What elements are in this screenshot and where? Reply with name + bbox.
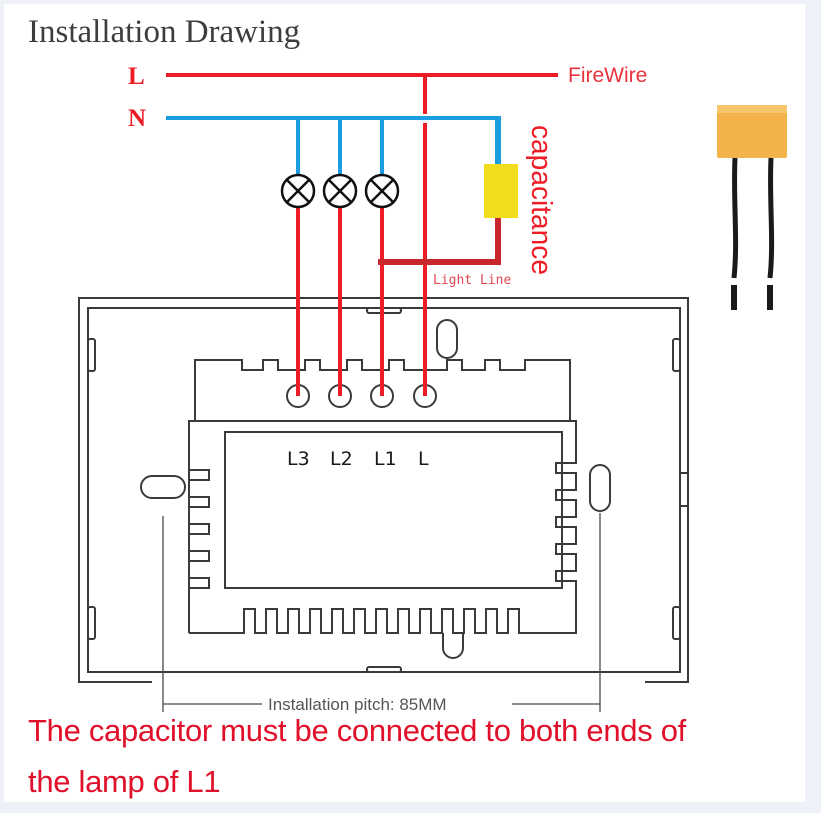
lamp-icon-l1 (364, 173, 400, 209)
clip-left-bottom (87, 606, 96, 640)
capacitor-tip-left (731, 285, 737, 310)
page-title: Installation Drawing (28, 14, 301, 50)
terminal-block (194, 359, 571, 421)
pitch-label: Installation pitch: 85MM (268, 695, 447, 714)
diagram-panel (4, 4, 805, 802)
capacitor-body (717, 105, 787, 158)
live-label: L (128, 63, 145, 90)
clip-right-top (672, 338, 681, 372)
capacitance-label: capacitance (525, 125, 557, 275)
main-body (188, 420, 577, 634)
terminal-label-l1: L1 (374, 448, 397, 470)
clip-right-bottom (672, 606, 681, 640)
neutral-label: N (128, 105, 146, 132)
right-notch (680, 472, 688, 507)
clip-left-top (87, 338, 96, 372)
right-oval-slot (589, 464, 611, 512)
capacitor-symbol (484, 164, 518, 218)
lamp-icon-l2 (322, 173, 358, 209)
pitch-dimension (162, 513, 601, 712)
bottom-u-slot (442, 633, 464, 659)
capacitor-tip-right (767, 285, 773, 310)
terminal-label-l2: L2 (330, 448, 353, 470)
light-line-label: Light Line (433, 273, 511, 288)
left-fins (189, 469, 210, 589)
warning-note-line-2: the lamp of L1 (28, 764, 221, 799)
top-oval-slot (436, 319, 458, 359)
terminal-label-l3: L3 (287, 448, 310, 470)
capacitor-lead-right (767, 157, 775, 279)
display-window (224, 431, 563, 589)
capacitor-lead-left (731, 157, 739, 279)
neutral-wire (166, 116, 501, 175)
firewire-label: FireWire (568, 64, 647, 87)
capacitor-photo (717, 105, 787, 310)
warning-note-line-1: The capacitor must be connected to both … (28, 713, 686, 748)
lamps (280, 173, 400, 209)
terminal-label-l: L (418, 448, 429, 470)
switch-outline (78, 297, 689, 683)
lamp-icon-l3 (280, 173, 316, 209)
left-oval-slot (140, 475, 186, 499)
tab-bottom (366, 666, 402, 673)
light-line-wire (378, 218, 501, 265)
